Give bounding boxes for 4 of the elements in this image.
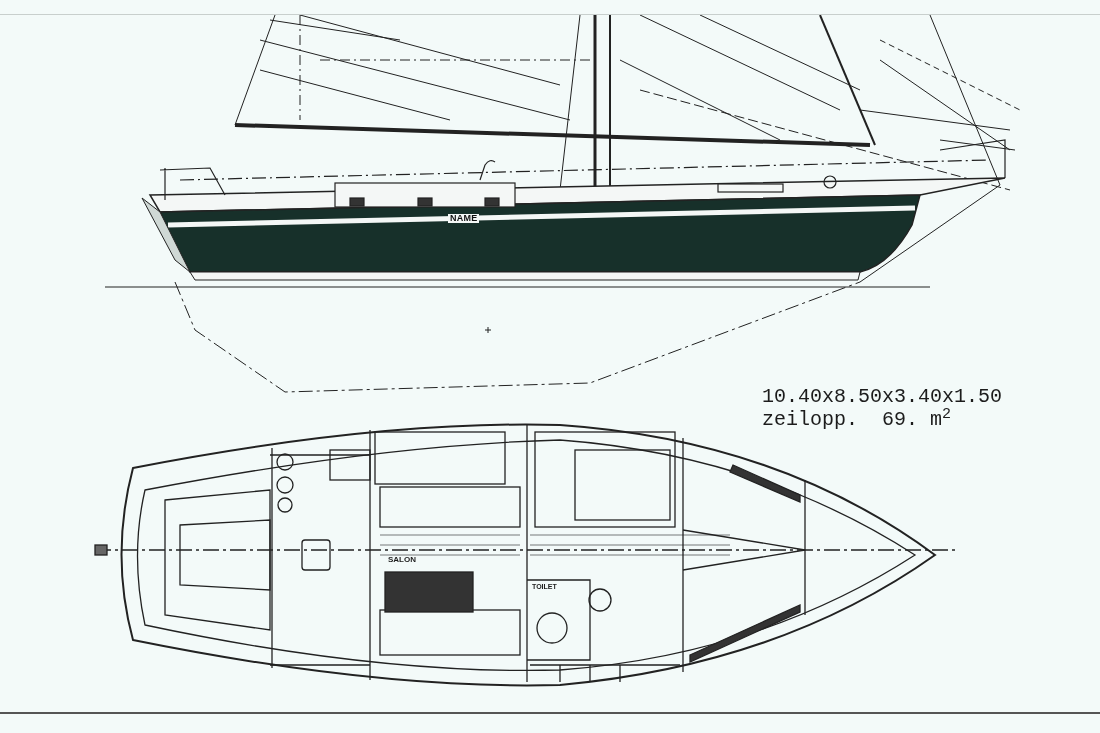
room-label: SALON	[388, 556, 416, 564]
sail-area-note: zeilopp. 69. m$^{2}$	[762, 410, 952, 430]
dimensions-note: 10.40x8.50x3.40x1.50	[762, 387, 1003, 407]
hull-name-label: NAME	[448, 214, 480, 223]
